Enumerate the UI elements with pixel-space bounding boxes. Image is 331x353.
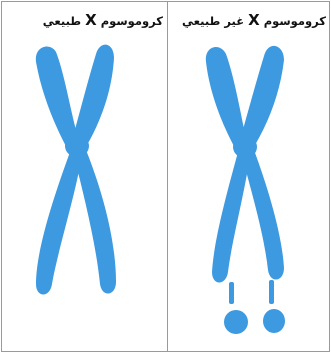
abnormal-right-stalk <box>269 280 274 304</box>
normal-lower-right-arm <box>74 150 116 294</box>
normal-upper-right-arm <box>72 45 114 150</box>
abnormal-upper-right-arm <box>240 46 284 150</box>
abnormal-right-satellite <box>263 309 285 333</box>
normal-lower-left-arm <box>36 152 82 295</box>
abnormal-left-stalk <box>229 282 234 304</box>
abnormal-lower-right-arm <box>242 150 284 280</box>
abnormal-lower-left-arm <box>212 152 250 283</box>
normal-x-chromosome <box>36 45 116 295</box>
abnormal-left-satellite <box>224 310 248 334</box>
normal-upper-left-arm <box>36 47 78 150</box>
abnormal-x-chromosome <box>206 46 285 334</box>
abnormal-upper-left-arm <box>206 47 246 150</box>
